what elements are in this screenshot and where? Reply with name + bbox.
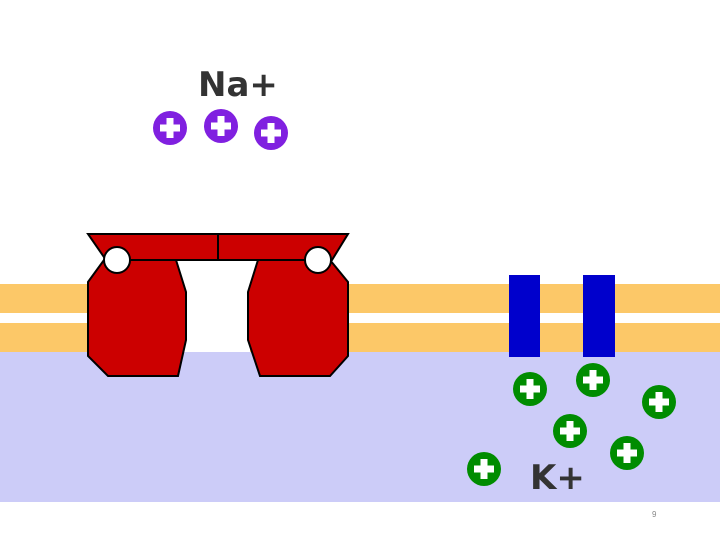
sodium-potassium-pump <box>86 233 350 377</box>
pump-left-body <box>87 259 187 377</box>
pump-right-binding-site <box>304 246 332 274</box>
potassium-ion-icon <box>576 363 610 397</box>
sodium-ion-icon <box>254 116 288 150</box>
sodium-ion-icon <box>204 109 238 143</box>
potassium-ion-icon <box>513 372 547 406</box>
potassium-ion-icon <box>467 452 501 486</box>
potassium-ion-icon <box>610 436 644 470</box>
page-number: 9 <box>652 510 657 519</box>
sodium-ion-icon <box>153 111 187 145</box>
potassium-ion-icon <box>553 414 587 448</box>
potassium-ion-icon <box>642 385 676 419</box>
sodium-label: Na+ <box>198 65 278 105</box>
pump-right-body <box>247 259 349 377</box>
channel-right-wall <box>583 275 615 357</box>
sodium-ions <box>153 109 288 150</box>
channel-left-wall <box>509 275 540 357</box>
potassium-ions <box>467 363 676 486</box>
potassium-channel <box>509 275 615 357</box>
pump-gap <box>178 258 250 352</box>
potassium-label: K+ <box>530 458 585 498</box>
pump-left-binding-site <box>103 246 131 274</box>
